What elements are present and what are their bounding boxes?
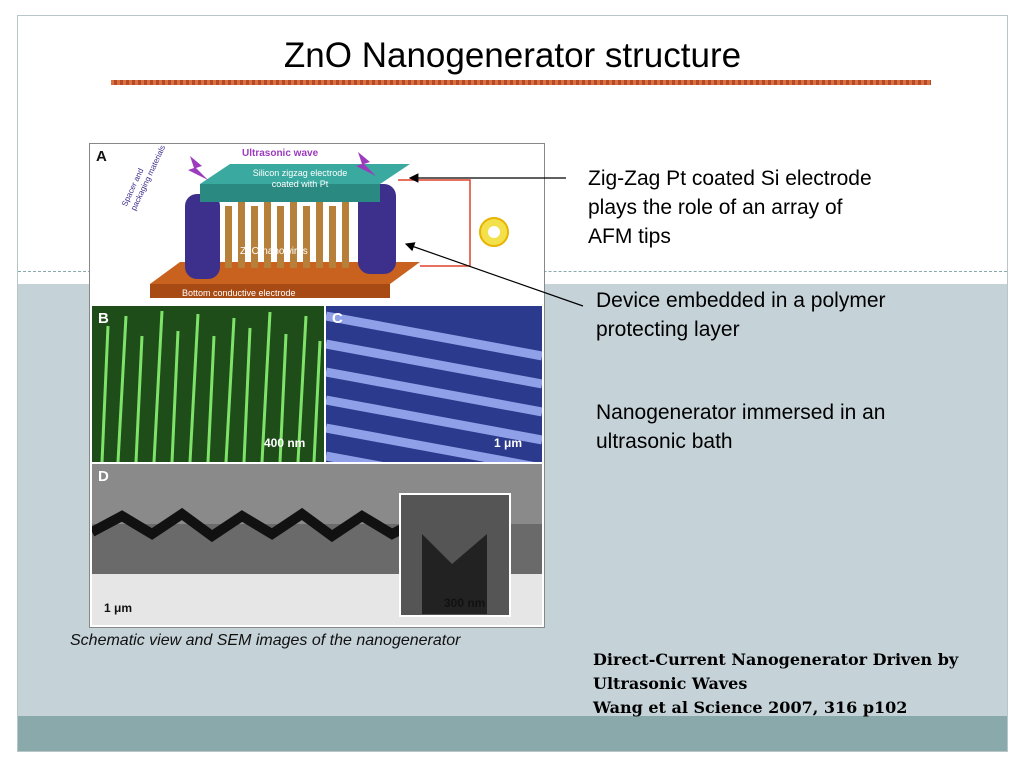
panel-d-inset-scale: 300 nm bbox=[444, 596, 486, 610]
citation: Direct-Current Nanogenerator Driven by U… bbox=[593, 650, 959, 717]
callout-arrows bbox=[404, 173, 584, 307]
callout-ultrasonic-bath: Nanogenerator immersed in an ultrasonic … bbox=[596, 401, 886, 453]
panel-c-scale: 1 μm bbox=[494, 436, 523, 450]
footer-band bbox=[18, 716, 1007, 751]
figure-caption: Schematic view and SEM images of the nan… bbox=[70, 632, 461, 649]
slide: ZnO Nanogenerator structure bbox=[17, 15, 1008, 752]
ultrasonic-label: Ultrasonic wave bbox=[242, 148, 319, 159]
figure: A Ultrasonic wave Silicon zigzag electro… bbox=[89, 143, 545, 628]
panel-d: D 1 μm 300 nm bbox=[92, 464, 542, 625]
panel-a: A Ultrasonic wave Silicon zigzag electro… bbox=[90, 144, 544, 304]
callout-polymer: Device embedded in a polymer protecting … bbox=[596, 289, 886, 341]
panel-b-label: B bbox=[98, 310, 109, 327]
panel-a-label: A bbox=[96, 148, 107, 165]
sem-image-c bbox=[326, 311, 542, 462]
callout-electrode: Zig-Zag Pt coated Si electrode plays the… bbox=[588, 167, 872, 248]
panel-d-scale: 1 μm bbox=[104, 601, 133, 615]
title-rule bbox=[111, 80, 931, 85]
panel-c-label: C bbox=[332, 310, 343, 327]
panel-b-scale: 400 nm bbox=[264, 436, 306, 450]
slide-title: ZnO Nanogenerator structure bbox=[283, 36, 742, 75]
panel-d-label: D bbox=[98, 468, 109, 485]
bottom-electrode-label: Bottom conductive electrode bbox=[182, 288, 296, 298]
panel-b: B 400 nm bbox=[92, 306, 324, 462]
sem-image-b bbox=[100, 310, 322, 462]
sem-image-d bbox=[92, 464, 542, 625]
panel-c: C 1 μm bbox=[326, 306, 542, 462]
schematic-drawing bbox=[150, 152, 509, 298]
nanowires-label: ZnO nanowires bbox=[240, 246, 308, 257]
